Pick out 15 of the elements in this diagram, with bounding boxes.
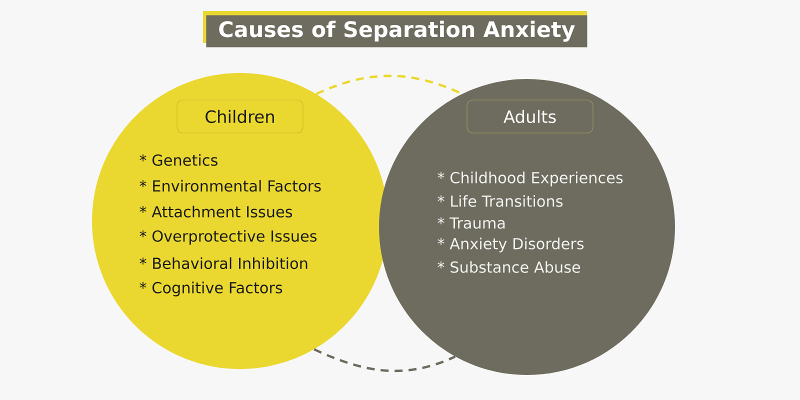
dashed-arc <box>314 348 456 372</box>
list-item: * Attachment Issues <box>140 206 292 218</box>
heading-box: Children <box>176 100 304 134</box>
list-item: * Overprotective Issues <box>140 230 317 245</box>
list-item: * Life Transitions <box>438 195 563 207</box>
title-banner: Causes of Separation Anxiety <box>203 11 588 48</box>
list-item: * Environmental Factors <box>140 180 321 192</box>
list-item: * Cognitive Factors <box>140 282 282 296</box>
list-item: * Trauma <box>438 217 505 229</box>
list-item: * Behavioral Inhibition <box>140 257 308 270</box>
heading-box: Adults <box>466 100 594 134</box>
list-item: * Childhood Experiences <box>438 172 623 186</box>
list-item: * Substance Abuse <box>438 261 580 273</box>
list-item: * Anxiety Disorders <box>438 238 584 252</box>
list-item: * Genetics <box>140 154 218 166</box>
